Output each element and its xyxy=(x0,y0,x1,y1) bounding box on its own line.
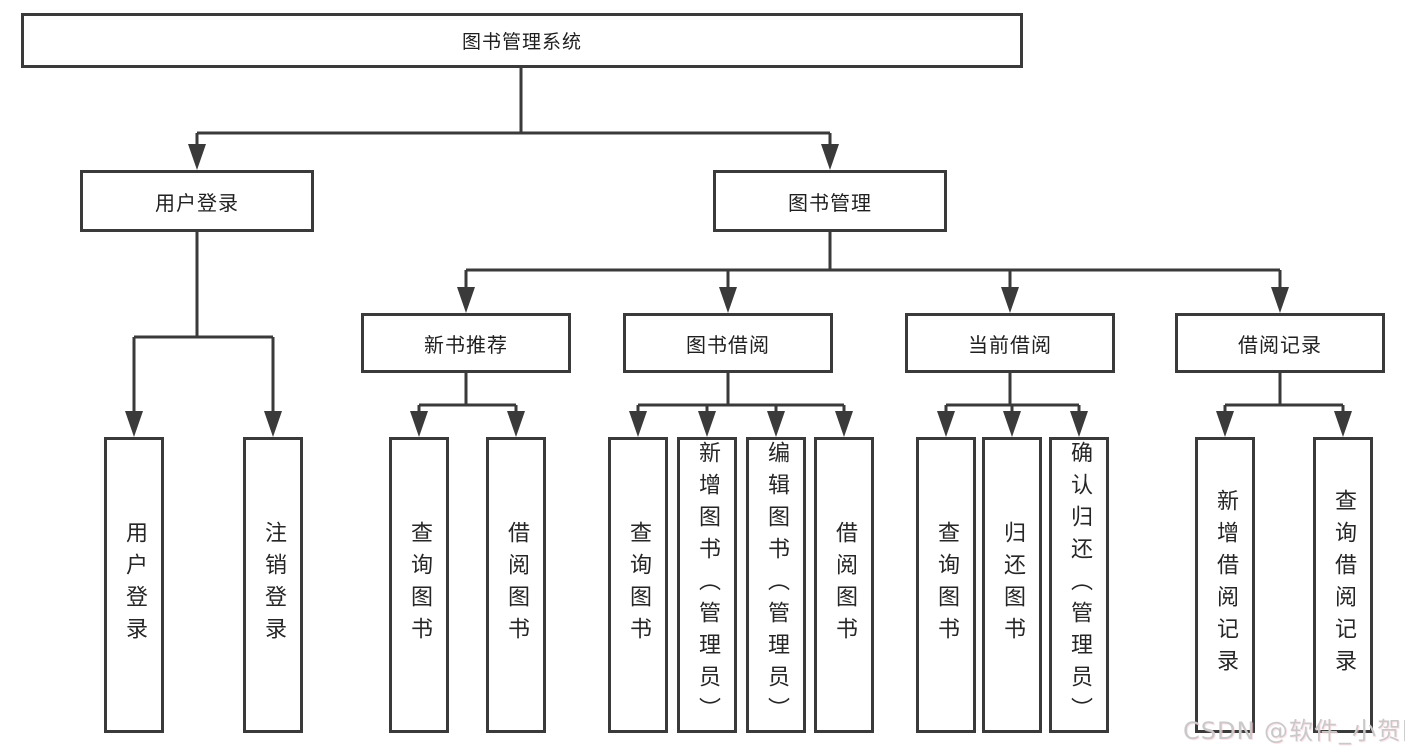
arrowhead xyxy=(821,144,839,170)
arrowheads xyxy=(125,144,1352,437)
leaf-query-borrow-record: 查询借阅记录 xyxy=(1313,437,1373,733)
node-label: 注销登录 xyxy=(261,521,286,649)
arrowhead xyxy=(937,411,955,437)
leaf-query-books-recommend: 查询图书 xyxy=(389,437,449,733)
arrowhead xyxy=(410,411,428,437)
node-label: 图书管理系统 xyxy=(461,31,582,53)
node-label: 查询图书 xyxy=(626,521,651,649)
arrowhead xyxy=(507,411,525,437)
arrowhead xyxy=(1070,411,1088,437)
node-borrowing-records: 借阅记录 xyxy=(1175,313,1385,373)
node-label: 用户登录 xyxy=(155,190,239,215)
arrowhead xyxy=(1271,287,1289,313)
arrowhead xyxy=(1334,411,1352,437)
node-label: 图书管理 xyxy=(788,190,872,215)
arrowhead xyxy=(264,411,282,437)
node-label: 当前借阅 xyxy=(968,332,1052,357)
connector-bookmgmt-to-level3 xyxy=(464,232,1282,291)
node-user-login: 用户登录 xyxy=(80,170,314,232)
arrowhead xyxy=(629,411,647,437)
connector-records-to-leaves xyxy=(1223,373,1345,415)
node-label: 查询借阅记录 xyxy=(1331,489,1356,681)
node-label: 编辑图书（管理员） xyxy=(764,441,789,729)
leaf-add-books-admin: 新增图书（管理员） xyxy=(677,437,737,733)
leaf-return-books: 归还图书 xyxy=(982,437,1042,733)
leaf-logout: 注销登录 xyxy=(243,437,303,733)
arrowhead xyxy=(457,287,475,313)
leaf-borrow-books: 借阅图书 xyxy=(814,437,874,733)
leaf-edit-books-admin: 编辑图书（管理员） xyxy=(746,437,806,733)
node-label: 新增图书（管理员） xyxy=(695,441,720,729)
connector-current-to-leaves xyxy=(944,373,1081,415)
arrowhead xyxy=(719,287,737,313)
node-label: 归还图书 xyxy=(1000,521,1025,649)
leaf-add-borrow-record: 新增借阅记录 xyxy=(1195,437,1255,733)
connector-userlogin-to-leaves xyxy=(132,232,275,415)
arrowhead xyxy=(1003,411,1021,437)
node-label: 新书推荐 xyxy=(424,332,508,357)
node-label: 用户登录 xyxy=(122,521,147,649)
arrowhead xyxy=(698,411,716,437)
node-label: 借阅图书 xyxy=(832,521,857,649)
node-label: 确认归还（管理员） xyxy=(1067,441,1092,729)
connector-borrowing-to-leaves xyxy=(636,373,846,415)
leaf-query-books-borrowing: 查询图书 xyxy=(608,437,668,733)
node-label: 借阅记录 xyxy=(1238,332,1322,357)
arrowhead xyxy=(1216,411,1234,437)
node-current-borrowing: 当前借阅 xyxy=(905,313,1115,373)
node-book-borrowing: 图书借阅 xyxy=(623,313,833,373)
node-label: 图书借阅 xyxy=(686,332,770,357)
node-library-management-system: 图书管理系统 xyxy=(21,13,1023,68)
node-book-management: 图书管理 xyxy=(713,170,947,232)
arrowhead xyxy=(125,411,143,437)
node-label: 查询图书 xyxy=(934,521,959,649)
leaf-query-books-current: 查询图书 xyxy=(916,437,976,733)
arrowhead xyxy=(835,411,853,437)
connector-newbook-to-leaves xyxy=(417,373,518,415)
csdn-watermark: CSDN @软件_小贺同学 xyxy=(1183,717,1405,745)
leaf-confirm-return-admin: 确认归还（管理员） xyxy=(1049,437,1109,733)
connector-root-to-level2 xyxy=(195,68,832,146)
node-label: 查询图书 xyxy=(407,521,432,649)
leaf-borrow-books-recommend: 借阅图书 xyxy=(486,437,546,733)
arrowhead xyxy=(1001,287,1019,313)
node-label: 新增借阅记录 xyxy=(1213,489,1238,681)
leaf-user-login: 用户登录 xyxy=(104,437,164,733)
node-label: 借阅图书 xyxy=(504,521,529,649)
node-new-book-recommend: 新书推荐 xyxy=(361,313,571,373)
arrowhead xyxy=(188,144,206,170)
arrowhead xyxy=(767,411,785,437)
